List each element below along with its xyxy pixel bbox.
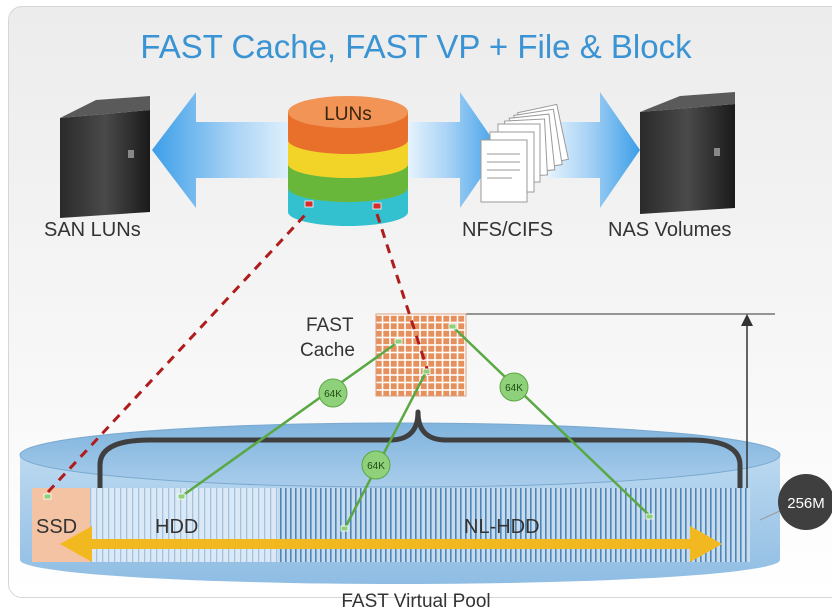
chunk-label-middle: 64K [367, 461, 385, 472]
chunk-markers [43, 323, 654, 532]
tier-bars [32, 488, 750, 562]
ssd-tier-label: SSD [36, 516, 77, 538]
fast-cache-label-line1: FAST [306, 315, 354, 336]
right-flow-arrow [405, 92, 640, 208]
chunk-64k-bubble-right: 64K [499, 372, 529, 402]
height-indicator [460, 313, 783, 521]
pool-bracket [97, 409, 743, 488]
documents-icon [480, 103, 569, 203]
chunk-label-left: 64K [324, 389, 342, 400]
pool-caption: FAST Virtual Pool [341, 591, 491, 612]
san-server-icon [60, 96, 150, 218]
nas-server-icon [640, 92, 735, 214]
promotion-lines [181, 325, 651, 529]
san-luns-label: SAN LUNs [44, 219, 141, 241]
slice-size-badge: 256M [778, 474, 832, 530]
nl-hdd-tier-label: NL-HDD [464, 516, 540, 538]
tier-range-arrow [60, 526, 722, 562]
nas-volumes-label: NAS Volumes [608, 219, 732, 241]
fast-cache-label-line2: Cache [300, 340, 355, 361]
chunk-64k-bubble-middle: 64K [361, 450, 391, 480]
luns-label: LUNs [324, 104, 372, 125]
red-dashed-links [46, 212, 432, 494]
luns-disk-stack [288, 96, 408, 226]
chunk-64k-bubble-left: 64K [318, 378, 348, 408]
left-flow-arrow [152, 92, 300, 208]
nfs-cifs-label: NFS/CIFS [462, 219, 554, 241]
slice-size-label: 256M [787, 495, 825, 512]
slide-title: FAST Cache, FAST VP + File & Block [140, 28, 692, 65]
chunk-label-right: 64K [505, 383, 523, 394]
hdd-tier-label: HDD [155, 516, 198, 538]
